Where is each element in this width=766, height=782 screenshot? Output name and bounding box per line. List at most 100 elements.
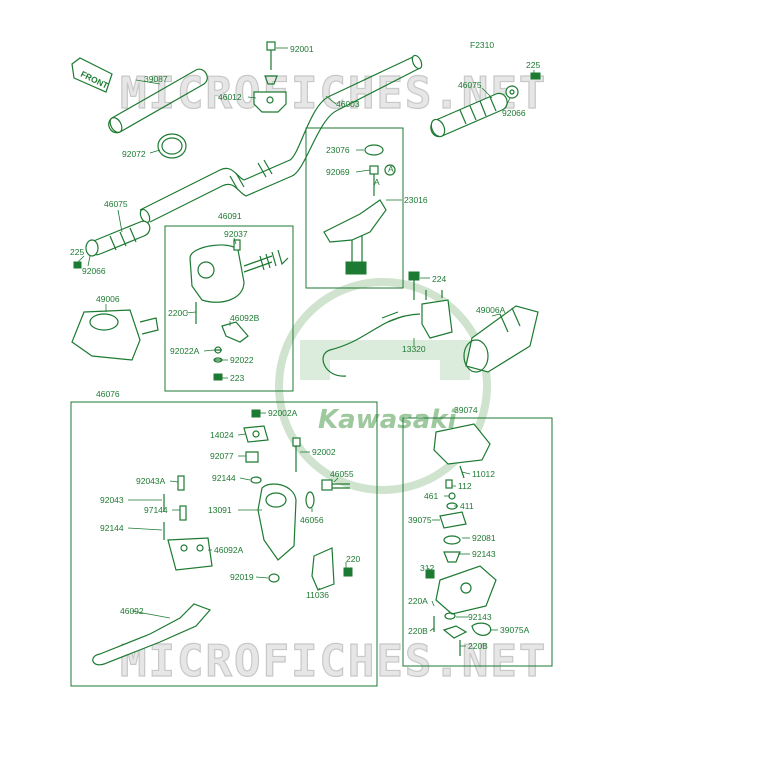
label-13320: 13320 bbox=[402, 344, 426, 354]
handlebar bbox=[139, 54, 423, 224]
label-23076: 23076 bbox=[326, 145, 350, 155]
label-92081: 92081 bbox=[472, 533, 496, 543]
label-23016: 23016 bbox=[404, 195, 428, 205]
label-220B-2: 220B bbox=[468, 641, 488, 651]
label-46075-right: 46075 bbox=[458, 80, 482, 90]
box-46091 bbox=[164, 225, 294, 392]
label-461: 461 bbox=[424, 491, 438, 501]
box-23016 bbox=[305, 127, 404, 289]
bolt-46055 bbox=[321, 479, 350, 491]
svg-text:Kawasaki: Kawasaki bbox=[318, 405, 458, 435]
front-badge: FRONT bbox=[71, 57, 113, 93]
switch-housing-right bbox=[425, 565, 497, 615]
plate-14024 bbox=[243, 425, 269, 443]
cap-92077 bbox=[245, 451, 259, 463]
right-grip-46075 bbox=[430, 92, 508, 138]
label-49006A: 49006A bbox=[476, 305, 506, 315]
lever-46092 bbox=[92, 603, 212, 666]
screw-225-left bbox=[73, 261, 82, 269]
label-92072: 92072 bbox=[122, 149, 146, 159]
cable-assembly bbox=[322, 271, 453, 377]
bracket-11036 bbox=[311, 547, 335, 591]
cover-39074 bbox=[433, 423, 491, 479]
small-parts-right bbox=[439, 479, 467, 563]
label-11036: 11036 bbox=[306, 590, 329, 600]
lower-parts-right bbox=[433, 612, 492, 656]
label-225-left: 225 bbox=[70, 247, 84, 257]
label-39087: 39087 bbox=[144, 74, 168, 84]
label-A-2: A bbox=[374, 177, 380, 187]
label-49006: 49006 bbox=[96, 294, 120, 304]
label-46092B: 46092B bbox=[230, 313, 260, 323]
label-92019: 92019 bbox=[230, 572, 254, 582]
label-220B-1: 220B bbox=[408, 626, 428, 636]
lever-holder-13091 bbox=[257, 483, 297, 561]
label-39074: 39074 bbox=[454, 405, 478, 415]
label-220C: 220C bbox=[168, 308, 188, 318]
label-46092: 46092 bbox=[120, 606, 144, 616]
label-46003: 46003 bbox=[336, 99, 360, 109]
bolt-92002A bbox=[251, 409, 261, 418]
housing-49006A bbox=[463, 305, 539, 373]
label-92022A: 92022A bbox=[170, 346, 200, 356]
bracket-23016 bbox=[323, 199, 387, 275]
label-92001: 92001 bbox=[290, 44, 314, 54]
label-92002: 92002 bbox=[312, 447, 336, 457]
label-46056: 46056 bbox=[300, 515, 324, 525]
label-92143-a: 92143 bbox=[472, 549, 496, 559]
label-92043A: 92043A bbox=[136, 476, 166, 486]
label-46055: 46055 bbox=[330, 469, 354, 479]
label-112: 112 bbox=[458, 481, 472, 491]
label-97144: 97144 bbox=[144, 505, 168, 515]
clamp-46092A bbox=[167, 537, 213, 571]
label-46092A: 46092A bbox=[214, 545, 244, 555]
label-92066-left: 92066 bbox=[82, 266, 106, 276]
screw-225-right bbox=[530, 72, 541, 80]
label-220: 220 bbox=[346, 554, 360, 564]
watermark-bottom: MICROFICHES.NET bbox=[120, 636, 547, 687]
grip-39087 bbox=[108, 68, 208, 134]
label-13091: 13091 bbox=[208, 505, 232, 515]
nut-92144 bbox=[250, 476, 262, 484]
watermark-top: MICROFICHES.NET bbox=[120, 68, 547, 119]
switch-parts-lower bbox=[195, 302, 249, 381]
washer-46056 bbox=[305, 491, 315, 509]
label-312: 312 bbox=[420, 563, 434, 573]
label-92143-b: 92143 bbox=[468, 612, 492, 622]
leader-lines bbox=[77, 47, 535, 647]
label-92002A: 92002A bbox=[268, 408, 298, 418]
label-220A: 220A bbox=[408, 596, 428, 606]
holder-46012 bbox=[253, 91, 287, 113]
label-92022: 92022 bbox=[230, 355, 254, 365]
label-92066-right: 92066 bbox=[502, 108, 526, 118]
band-92072 bbox=[157, 133, 187, 159]
cap-23076 bbox=[364, 144, 384, 156]
label-92037: 92037 bbox=[224, 229, 248, 239]
label-224: 224 bbox=[432, 274, 446, 284]
label-92077: 92077 bbox=[210, 451, 234, 461]
label-11012: 11012 bbox=[472, 469, 495, 479]
label-225-right: 225 bbox=[526, 60, 540, 70]
label-A-1: A bbox=[388, 164, 394, 174]
label-92144-a: 92144 bbox=[212, 473, 236, 483]
weight-92066-right bbox=[505, 85, 519, 99]
left-grip-46075 bbox=[89, 220, 151, 256]
box-39074 bbox=[402, 417, 553, 667]
label-46075-left: 46075 bbox=[104, 199, 128, 209]
label-39075A: 39075A bbox=[500, 625, 530, 635]
weight-92066-left bbox=[85, 239, 99, 257]
housing-49006 bbox=[71, 309, 159, 361]
pins-left bbox=[163, 475, 187, 540]
collar-92019 bbox=[268, 573, 280, 583]
kawasaki-logo: Kawasaki bbox=[275, 278, 491, 494]
bolt-92001 bbox=[264, 41, 278, 85]
label-46012: 46012 bbox=[218, 92, 242, 102]
label-92043: 92043 bbox=[100, 495, 124, 505]
figure-code: F2310 bbox=[470, 40, 494, 50]
bolt-92002 bbox=[292, 437, 301, 472]
box-46076 bbox=[70, 401, 378, 687]
label-39075: 39075 bbox=[408, 515, 432, 525]
label-223: 223 bbox=[230, 373, 244, 383]
label-92069: 92069 bbox=[326, 167, 350, 177]
